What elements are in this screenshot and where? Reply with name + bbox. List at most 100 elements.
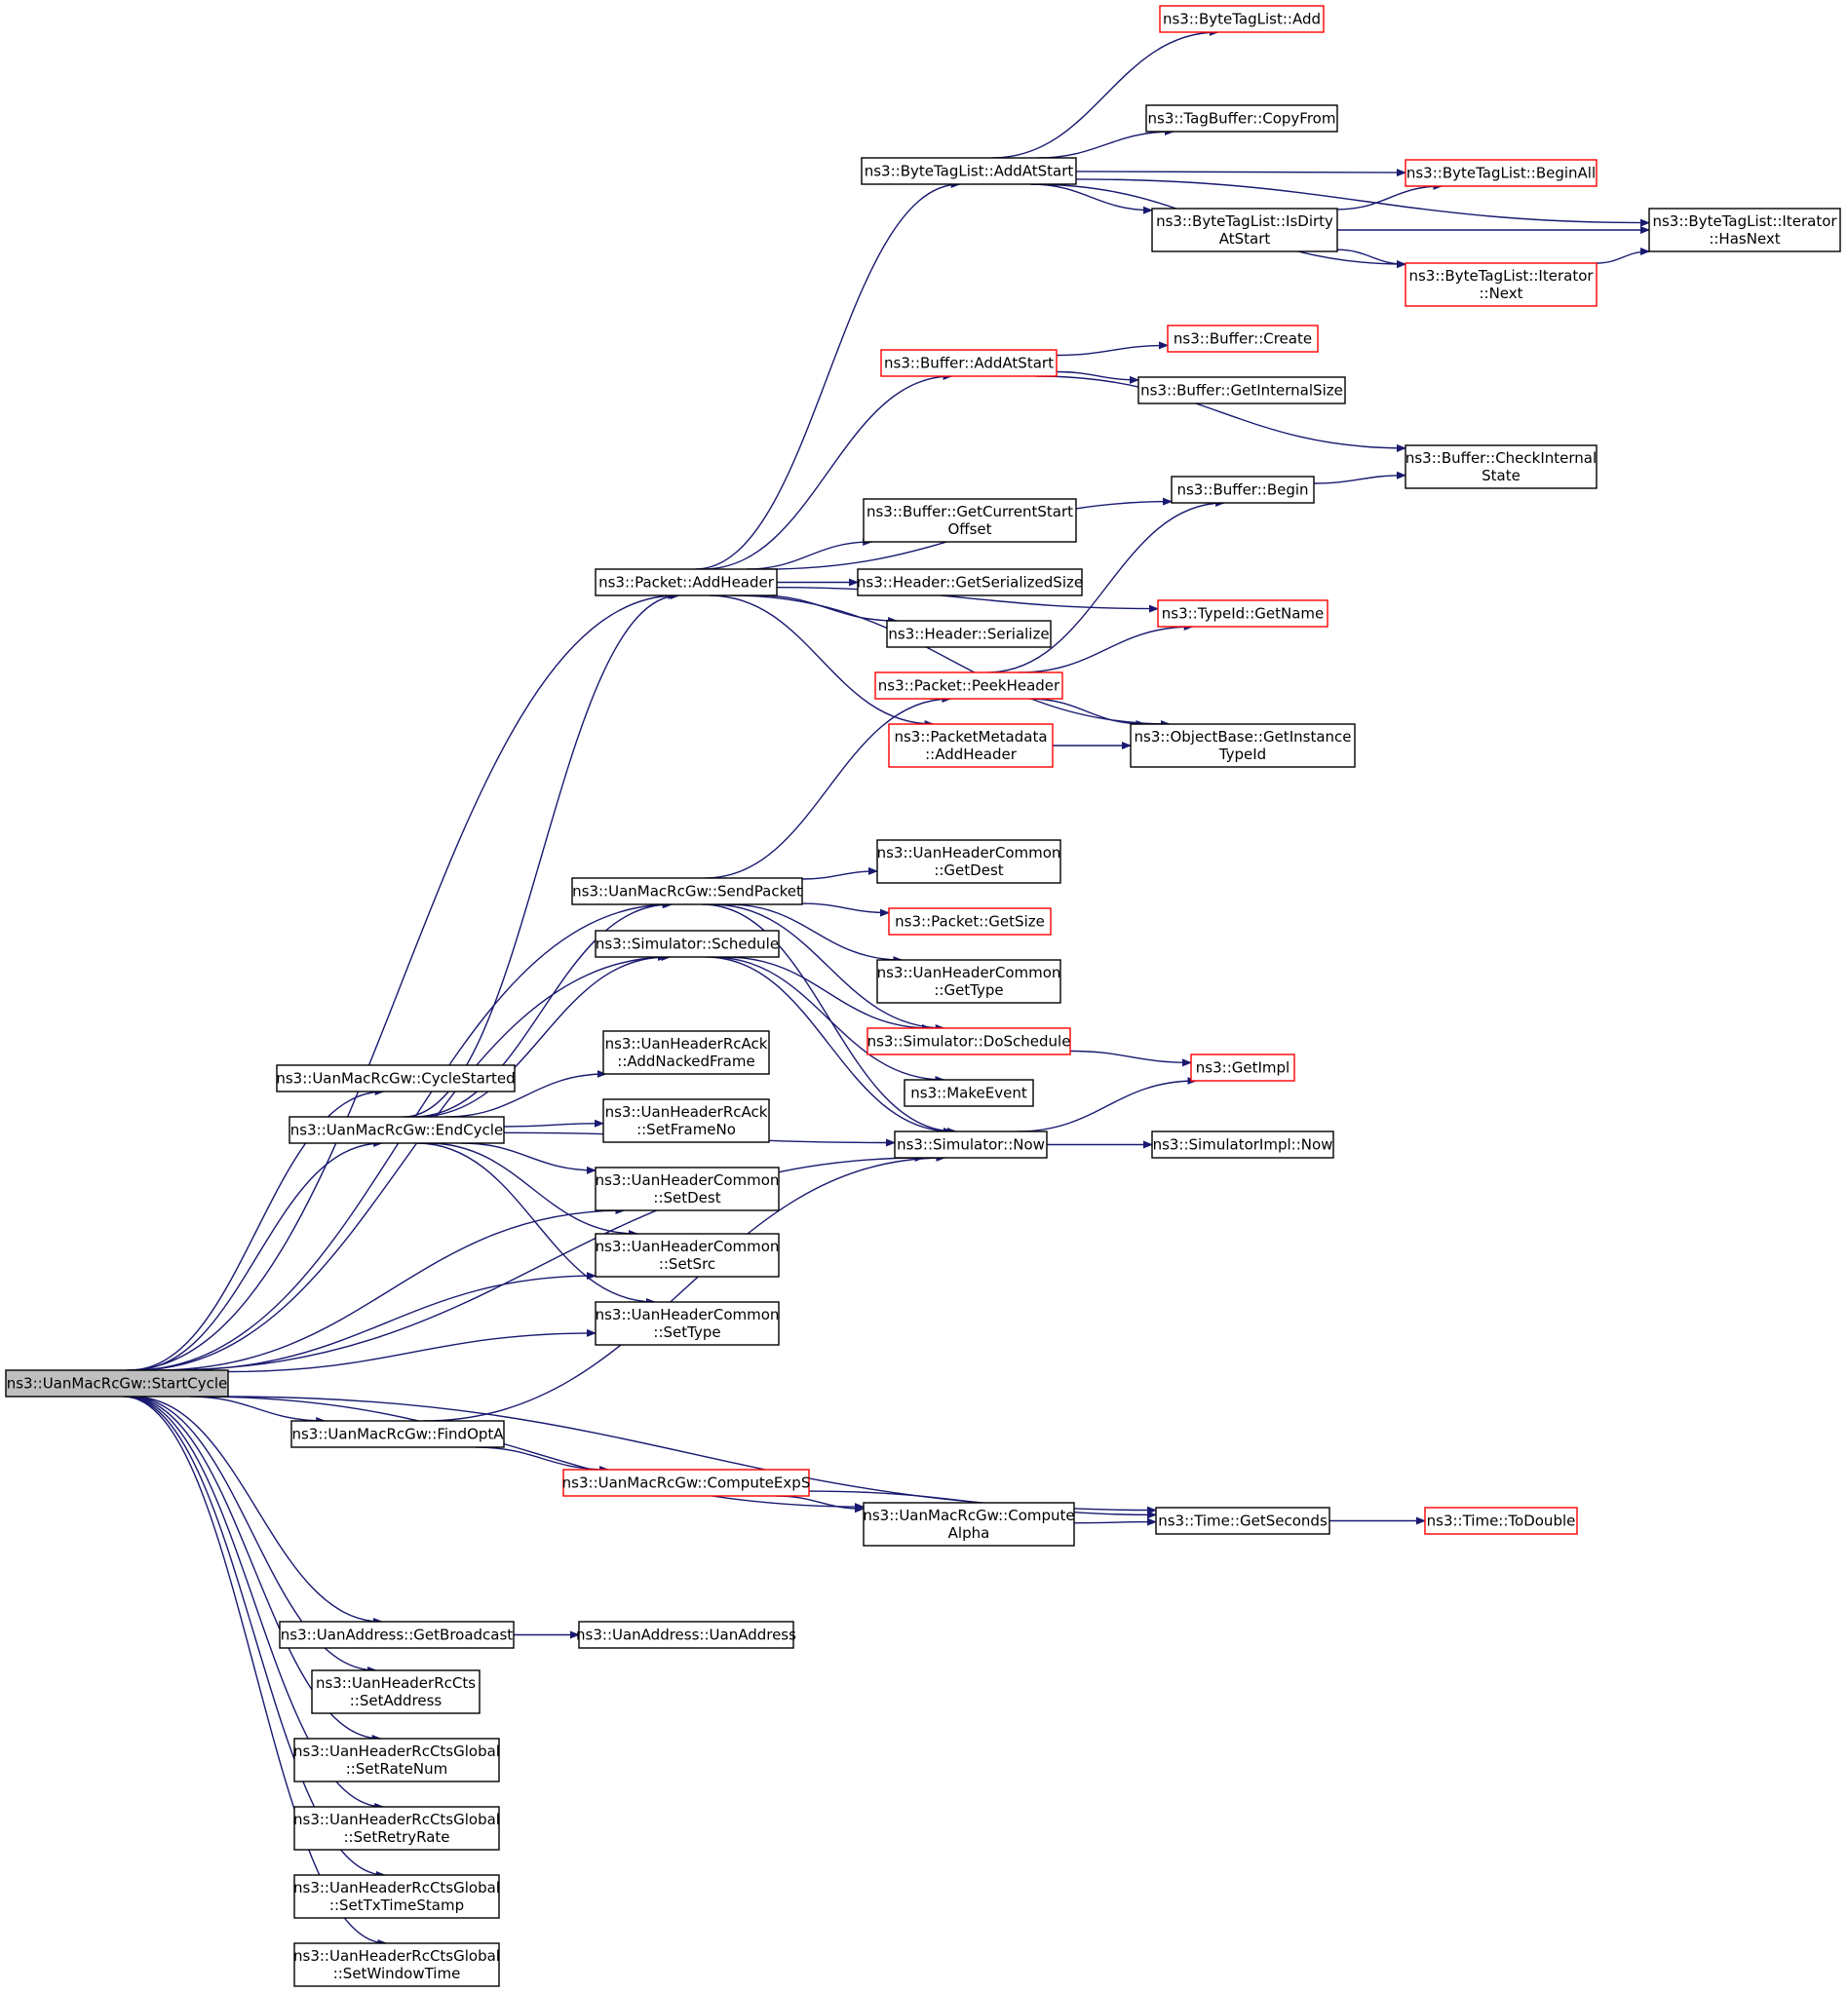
- node-box: [861, 157, 1077, 185]
- node-packet-peek-header[interactable]: ns3::Packet::PeekHeader: [874, 671, 1063, 700]
- node-label: ns3::Buffer::CheckInternal: [1405, 449, 1597, 467]
- node-get-impl[interactable]: ns3::GetImpl: [1190, 1053, 1295, 1082]
- node-hdr-serialize[interactable]: ns3::Header::Serialize: [886, 620, 1052, 648]
- edge-start-cycle-to-sim-now: [164, 1154, 925, 1371]
- node-box: [595, 1167, 780, 1211]
- node-label: ns3::Packet::GetSize: [895, 913, 1045, 931]
- node-buf-add-at-start[interactable]: ns3::Buffer::AddAtStart: [880, 349, 1058, 377]
- node-pm-add-header[interactable]: ns3::PacketMetadata::AddHeader: [888, 723, 1054, 768]
- node-box: [1424, 1507, 1578, 1535]
- node-hdr-get-serialized-size[interactable]: ns3::Header::GetSerializedSize: [857, 568, 1083, 596]
- node-box: [886, 620, 1052, 648]
- node-cts-set-address[interactable]: ns3::UanHeaderRcCts::SetAddress: [311, 1669, 481, 1714]
- node-box: [857, 568, 1083, 596]
- edge-send-packet-to-hc-get-dest: [801, 866, 878, 880]
- node-box: [562, 1469, 810, 1497]
- node-get-broadcast[interactable]: ns3::UanAddress::GetBroadcast: [279, 1621, 515, 1649]
- node-compute-exp-s[interactable]: ns3::UanMacRcGw::ComputeExpS: [562, 1469, 811, 1497]
- node-sim-now[interactable]: ns3::Simulator::Now: [894, 1130, 1048, 1159]
- node-send-packet[interactable]: ns3::UanMacRcGw::SendPacket: [571, 877, 803, 905]
- node-label: ns3::ByteTagList::BeginAll: [1406, 165, 1596, 182]
- edge-sim-do-schedule-to-get-impl: [1069, 1050, 1192, 1067]
- node-ctsg-set-retry-rate[interactable]: ns3::UanHeaderRcCtsGlobal::SetRetryRate: [293, 1806, 500, 1851]
- node-buf-create[interactable]: ns3::Buffer::Create: [1167, 325, 1319, 353]
- node-label: ::GetDest: [934, 862, 1003, 879]
- node-cycle-started[interactable]: ns3::UanMacRcGw::CycleStarted: [276, 1064, 516, 1092]
- node-btl-iter-next[interactable]: ns3::ByteTagList::Iterator::Next: [1405, 262, 1598, 307]
- node-label: ns3::UanHeaderRcCtsGlobal: [293, 1811, 500, 1828]
- node-time-get-seconds[interactable]: ns3::Time::GetSeconds: [1155, 1507, 1330, 1535]
- node-btl-add[interactable]: ns3::ByteTagList::Add: [1159, 5, 1325, 33]
- edge-btl-add-at-start-to-btl-iter-has-next: [1075, 178, 1650, 227]
- node-ack-add-nacked-frame[interactable]: ns3::UanHeaderRcAck::AddNackedFrame: [602, 1030, 770, 1075]
- node-start-cycle[interactable]: ns3::UanMacRcGw::StartCycle: [5, 1369, 229, 1398]
- node-label: TypeId: [1218, 746, 1266, 763]
- edge-packet-add-header-to-btl-add-at-start: [695, 180, 961, 570]
- node-box: [1155, 1507, 1330, 1535]
- edge-send-packet-to-sim-do-schedule: [712, 903, 945, 1032]
- node-find-opt-a[interactable]: ns3::UanMacRcGw::FindOptA: [290, 1420, 505, 1448]
- node-hc-get-type[interactable]: ns3::UanHeaderCommon::GetType: [876, 959, 1061, 1004]
- node-time-to-double[interactable]: ns3::Time::ToDouble: [1424, 1507, 1578, 1535]
- node-label: ns3::Buffer::AddAtStart: [884, 355, 1054, 372]
- edge-btl-add-at-start-to-tagbuf-copy-from: [1036, 128, 1174, 159]
- edge-send-packet-to-hc-get-type: [728, 903, 904, 964]
- node-hc-get-dest[interactable]: ns3::UanHeaderCommon::GetDest: [876, 839, 1061, 884]
- node-tagbuf-copy-from[interactable]: ns3::TagBuffer::CopyFrom: [1145, 104, 1338, 133]
- node-uan-address-ctor[interactable]: ns3::UanAddress::UanAddress: [576, 1621, 796, 1649]
- node-box: [571, 877, 803, 905]
- edge-start-cycle-to-cycle-started: [129, 1088, 385, 1371]
- node-box: [880, 349, 1058, 377]
- node-buf-begin[interactable]: ns3::Buffer::Begin: [1171, 476, 1315, 504]
- node-end-cycle[interactable]: ns3::UanMacRcGw::EndCycle: [289, 1116, 505, 1144]
- node-make-event[interactable]: ns3::MakeEvent: [904, 1079, 1034, 1107]
- node-label: ns3::UanAddress::UanAddress: [576, 1627, 796, 1644]
- node-packet-get-size[interactable]: ns3::Packet::GetSize: [888, 907, 1052, 936]
- edge-send-packet-to-packet-get-size: [801, 902, 890, 917]
- node-label: ns3::UanHeaderRcCts: [316, 1674, 476, 1692]
- node-box: [595, 1301, 780, 1346]
- node-label: ns3::Buffer::Begin: [1176, 481, 1308, 499]
- node-label: ns3::UanHeaderCommon: [877, 964, 1061, 981]
- edge-start-cycle-to-ctsg-set-retry-rate: [125, 1396, 385, 1811]
- node-sim-schedule[interactable]: ns3::Simulator::Schedule: [595, 930, 780, 958]
- node-label: ns3::UanAddress::GetBroadcast: [281, 1627, 514, 1644]
- node-label: ::SetTxTimeStamp: [329, 1896, 464, 1914]
- edge-end-cycle-to-ack-set-frame-no: [503, 1119, 604, 1128]
- node-hc-set-src[interactable]: ns3::UanHeaderCommon::SetSrc: [595, 1233, 780, 1278]
- node-label: ns3::UanMacRcGw::CycleStarted: [276, 1070, 515, 1088]
- node-btl-iter-has-next[interactable]: ns3::ByteTagList::Iterator::HasNext: [1648, 208, 1841, 252]
- node-ctsg-set-window-time[interactable]: ns3::UanHeaderRcCtsGlobal::SetWindowTime: [293, 1942, 500, 1987]
- node-btl-add-at-start[interactable]: ns3::ByteTagList::AddAtStart: [861, 157, 1077, 185]
- node-packet-add-header[interactable]: ns3::Packet::AddHeader: [595, 568, 778, 596]
- node-box: [876, 959, 1061, 1004]
- edge-buf-begin-to-buf-check-internal-state: [1313, 471, 1406, 484]
- node-typeid-get-name[interactable]: ns3::TypeId::GetName: [1157, 599, 1328, 628]
- node-hc-set-type[interactable]: ns3::UanHeaderCommon::SetType: [595, 1301, 780, 1346]
- node-box: [293, 1874, 500, 1919]
- node-buf-get-internal-size[interactable]: ns3::Buffer::GetInternalSize: [1137, 376, 1346, 404]
- node-label: ns3::Time::ToDouble: [1427, 1513, 1576, 1530]
- node-box: [1171, 476, 1315, 504]
- node-label: ::AddNackedFrame: [617, 1053, 754, 1070]
- node-ctsg-set-rate-num[interactable]: ns3::UanHeaderRcCtsGlobal::SetRateNum: [293, 1738, 500, 1782]
- node-box: [276, 1064, 516, 1092]
- node-simimpl-now[interactable]: ns3::SimulatorImpl::Now: [1151, 1130, 1334, 1159]
- node-hc-set-dest[interactable]: ns3::UanHeaderCommon::SetDest: [595, 1167, 780, 1211]
- node-label: ns3::ByteTagList::AddAtStart: [865, 163, 1074, 180]
- node-box: [293, 1942, 500, 1987]
- node-sim-do-schedule[interactable]: ns3::Simulator::DoSchedule: [866, 1027, 1071, 1055]
- node-label: ns3::Time::GetSeconds: [1158, 1513, 1328, 1530]
- node-box: [595, 930, 780, 958]
- node-box: [874, 671, 1063, 700]
- node-box: [602, 1030, 770, 1075]
- node-label: ns3::Packet::AddHeader: [598, 574, 775, 592]
- node-ctsg-set-tx-time-stamp[interactable]: ns3::UanHeaderRcCtsGlobal::SetTxTimeStam…: [293, 1874, 500, 1919]
- node-ack-set-frame-no[interactable]: ns3::UanHeaderRcAck::SetFrameNo: [602, 1098, 770, 1143]
- node-btl-begin-all[interactable]: ns3::ByteTagList::BeginAll: [1405, 159, 1598, 187]
